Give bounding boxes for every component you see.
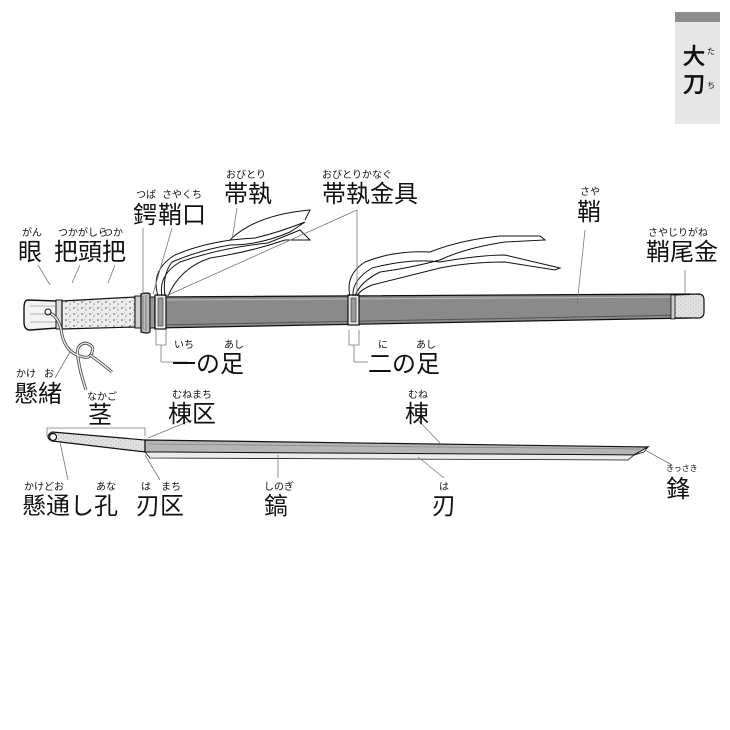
nakago-shape [47,431,146,453]
label-nakago-ruby: なかご [87,392,117,403]
label-sayajirigane: 鞘尾金 [646,238,718,266]
label-ni-no-ashi: 二の足 [368,350,440,378]
label-tsuba-ruby: つば [136,190,156,201]
label-mune: 棟 [405,400,429,428]
title-char-2: 刀 [683,72,706,98]
label-munemachi-ruby: むねまち [172,390,212,401]
ha-edge [144,451,636,461]
label-tsuka-ruby: つか [103,228,123,239]
tsuba-shape [140,292,151,334]
label-tsuba: 鍔 [133,201,157,229]
koshirae [23,209,705,391]
label-ichi-no-ashi: 一の足 [172,350,244,378]
label-tsukagashira-ruby: つかがしら [58,228,108,239]
label-ni-ruby: に [378,340,388,351]
label-kakedoo-ruby: かけどお [24,482,64,493]
label-shinogi-ruby: しのぎ [264,482,294,493]
label-hamachi: 刃区 [136,492,184,520]
label-ni-ashi-ruby: あし [416,340,436,351]
label-saya: 鞘 [577,198,601,226]
label-sayajirigane-ruby: さやじりがね [648,228,708,239]
label-saya-ruby: さや [580,187,600,198]
label-ichi-ashi-ruby: あし [224,340,244,351]
leader-lines [37,207,686,481]
label-tsuka: 把 [102,238,126,266]
label-munemachi: 棟区 [168,400,216,428]
label-kakedooshi-ana: 懸通し孔 [22,492,118,520]
label-ha-ruby-part: は [141,482,151,493]
label-kake-ruby: かけ [16,369,36,380]
label-kissaki-ruby: きっさき [666,464,698,473]
label-nakago: 茎 [88,401,112,429]
label-machi-ruby: まち [161,482,181,493]
label-ichi-ruby: いち [174,340,194,351]
label-kissaki: 鋒 [666,475,690,503]
label-ana-ruby: あな [96,482,116,493]
label-gan-ruby: がん [22,228,42,239]
title-char-1: 大 [683,44,706,70]
label-mune-ruby: むね [408,390,428,401]
grip-shape [61,296,136,330]
sayajiri-shape [672,293,705,319]
label-obitori-ruby: おびとり [226,170,266,181]
label-sayaguchi-ruby: さやくち [162,190,202,201]
mekugi-ana [48,432,58,442]
label-tsukagashira: 把頭 [54,238,102,266]
label-obitori-kanagu-ruby: おびとりかなぐ [322,170,392,181]
title-tab-bar [675,12,720,22]
title-ruby-1: た [707,47,715,56]
label-ha-ruby: は [439,482,449,493]
title-ruby-2: ち [707,81,715,90]
title-tab: 大 た 刀 ち [675,12,720,124]
label-o-ruby: お [44,369,54,380]
label-shinogi: 鎬 [264,492,288,520]
label-sayaguchi: 鞘口 [158,201,206,229]
label-ha: 刃 [432,492,456,520]
blade [47,431,651,461]
label-obitori-kanagu: 帯執金具 [322,180,418,208]
pommel-shape [23,299,59,331]
label-gan: 眼 [18,238,42,266]
label-obitori: 帯執 [224,180,272,208]
label-kakeo: 懸緒 [14,380,62,408]
